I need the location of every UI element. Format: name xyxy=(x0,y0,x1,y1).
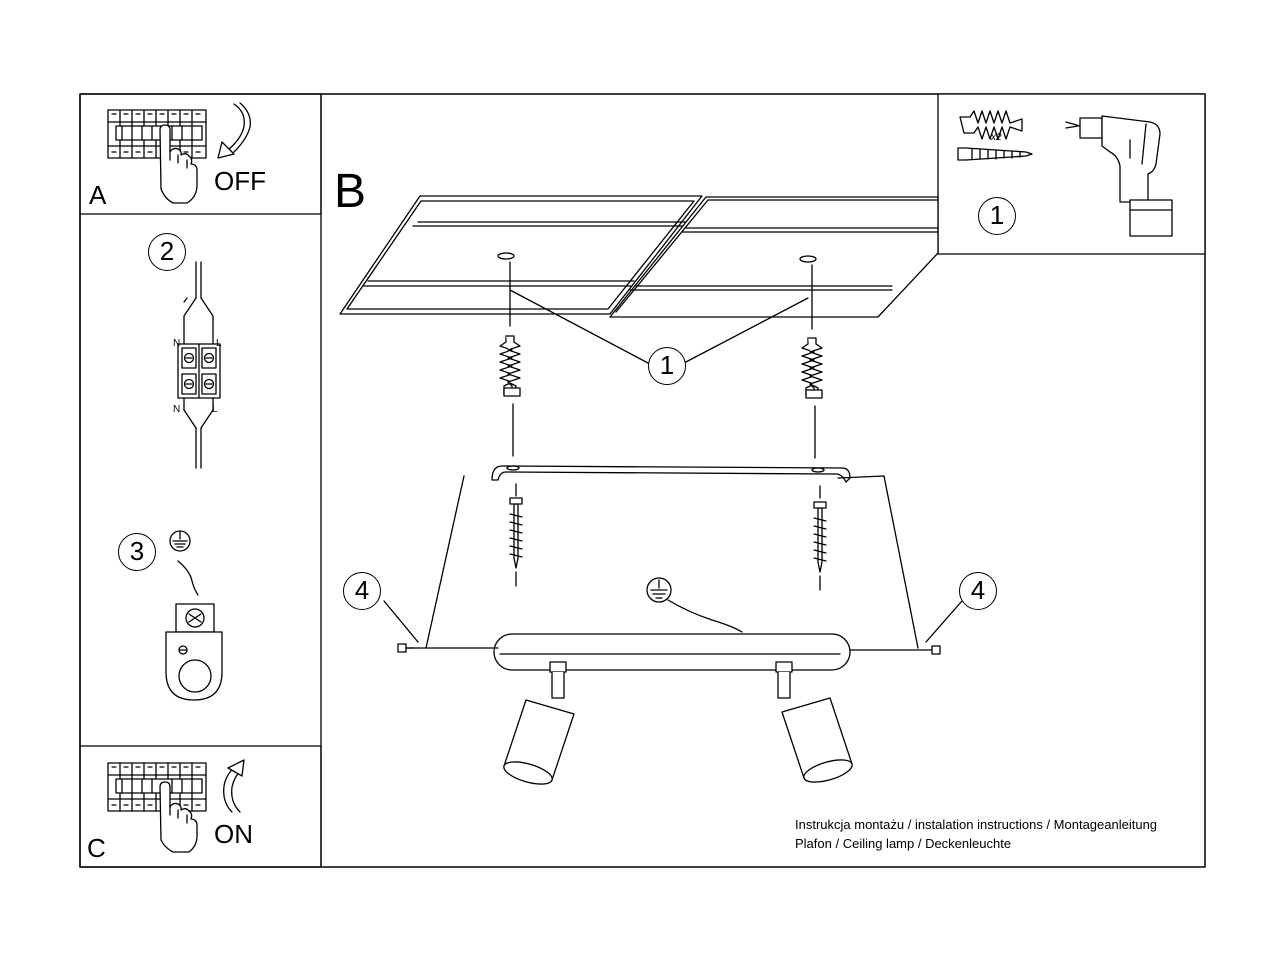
ceiling-panels xyxy=(339,195,939,318)
earth-wire xyxy=(177,560,199,596)
step-3-badge: 3 xyxy=(118,533,156,571)
switch-on-label: ON xyxy=(214,819,253,849)
step-4-left-badge: 4 xyxy=(343,572,381,610)
ground-symbol-icon xyxy=(169,530,191,552)
wall-plug-icon xyxy=(801,337,823,399)
panel-c-frame xyxy=(79,745,322,868)
hand-finger-lines xyxy=(169,149,188,169)
switch-off-label: OFF xyxy=(214,166,266,196)
tools-step-badge: 1 xyxy=(978,197,1016,235)
step-2-badge: 2 xyxy=(148,233,186,271)
panel-a-label: A xyxy=(89,180,107,210)
caption-subtitle: Plafon / Ceiling lamp / Deckenleuchte xyxy=(795,836,1012,851)
wire-label-n-bottom: N xyxy=(173,404,181,415)
panel-c-label: C xyxy=(87,833,106,863)
drill-icon xyxy=(1065,115,1173,237)
step-4-right-badge: 4 xyxy=(959,572,997,610)
circuit-breaker-icon xyxy=(107,109,207,159)
projection-lines xyxy=(425,475,919,649)
wall-plug-icon xyxy=(499,335,521,397)
circuit-breaker-icon xyxy=(107,762,207,812)
earth-terminal-icon xyxy=(165,603,223,701)
leader-lines xyxy=(383,600,963,643)
arrow-down-icon xyxy=(217,102,251,159)
hand-icon xyxy=(159,124,198,204)
arrow-up-icon xyxy=(223,759,245,813)
screw-icon xyxy=(957,147,1033,161)
wire-label-l-top: L xyxy=(216,338,222,349)
screw-icon xyxy=(813,501,827,573)
quantity-label: x2 xyxy=(991,132,1002,143)
leader-lines xyxy=(509,289,809,364)
mounting-bracket-icon xyxy=(491,465,851,483)
wall-plug-icon xyxy=(959,110,1023,140)
screw-icon xyxy=(509,497,523,569)
caption-title: Instrukcja montażu / instalation instruc… xyxy=(795,817,1158,832)
wire-label-n-top: N xyxy=(173,338,181,349)
hand-finger-lines xyxy=(169,804,188,824)
screw-icon xyxy=(397,643,941,655)
wire-label-l-bottom: L xyxy=(212,404,218,415)
panel-b-label: B xyxy=(334,165,367,218)
earth-wire xyxy=(667,599,743,633)
step-1-badge: 1 xyxy=(648,347,686,385)
wire-connector-icon xyxy=(177,261,221,469)
ceiling-lamp-icon xyxy=(493,633,853,785)
drill-hole-icon xyxy=(497,252,817,263)
alignment-lines xyxy=(512,403,816,459)
alignment-lines xyxy=(509,261,813,330)
ground-symbol-icon xyxy=(646,577,672,603)
alignment-lines xyxy=(515,483,821,591)
